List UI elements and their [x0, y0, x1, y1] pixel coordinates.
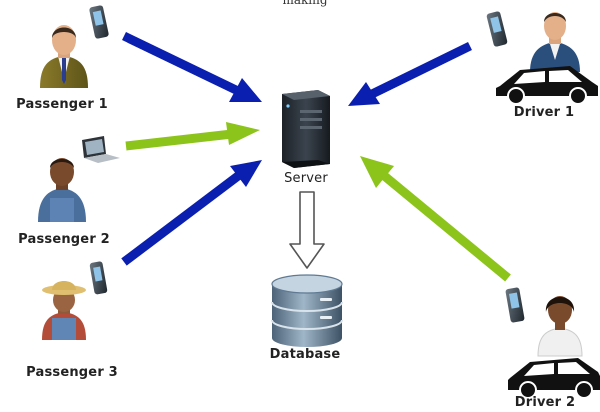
- passenger3-label: Passenger 3: [26, 365, 118, 380]
- database-cylinder-icon: [271, 274, 343, 347]
- mobile-phone-icon: [89, 261, 108, 295]
- passenger2-avatar: [38, 158, 86, 222]
- driver2-avatar: [537, 296, 583, 357]
- database-label: Database: [269, 347, 341, 362]
- passenger1-avatar: [40, 25, 88, 88]
- mobile-phone-icon: [505, 287, 525, 323]
- driver1-label: Driver 1: [513, 105, 575, 120]
- passenger2-label: Passenger 2: [18, 232, 110, 247]
- car-icon: [496, 66, 598, 105]
- passenger3-avatar: [42, 281, 86, 340]
- arrow-passenger2-laptop-to-server: [125, 122, 260, 151]
- arrow-server-to-database: [289, 191, 325, 269]
- arrow-driver1-to-server: [348, 41, 472, 106]
- cropped-top-text: making: [282, 0, 328, 7]
- passenger1-label: Passenger 1: [16, 97, 108, 112]
- arrow-passenger1-to-server: [122, 31, 262, 102]
- car-icon: [508, 358, 600, 399]
- mobile-phone-icon: [486, 11, 508, 47]
- driver1-avatar: [530, 12, 580, 72]
- arrow-driver2-to-server: [360, 156, 511, 282]
- server-tower-icon: [282, 90, 330, 168]
- laptop-icon: [82, 136, 120, 163]
- server-label: Server: [284, 171, 328, 186]
- driver2-label: Driver 2: [514, 395, 576, 410]
- arrow-passenger3-to-server: [121, 160, 262, 266]
- mobile-phone-icon: [89, 5, 109, 39]
